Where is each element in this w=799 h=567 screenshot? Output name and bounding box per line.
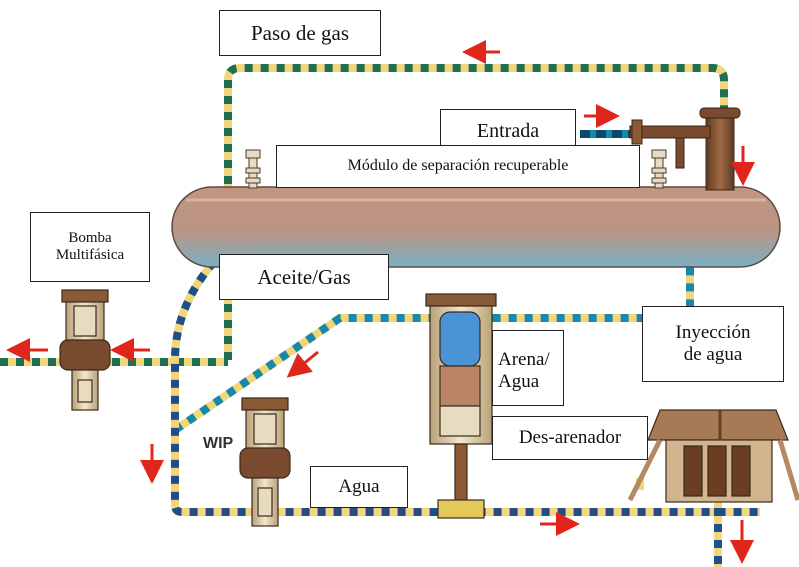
desander xyxy=(425,293,497,519)
vessel-studs xyxy=(245,149,667,189)
label-water-injection: Inyección de agua xyxy=(642,306,784,382)
label-desander: Des-arenador xyxy=(492,416,648,460)
label-sand-water-frame xyxy=(492,330,564,406)
label-sand-water: Arena/ Agua xyxy=(492,338,564,404)
wip-label: WIP xyxy=(203,435,234,452)
label-water-injection-line1: Inyección xyxy=(675,322,751,344)
wip-pump xyxy=(239,397,291,527)
label-water: Agua xyxy=(310,466,408,508)
label-multiphase-pump: Bomba Multifásica xyxy=(30,212,150,282)
separation-module-column xyxy=(629,107,741,191)
multiphase-pump xyxy=(59,289,111,411)
label-sand-water-line2: Agua xyxy=(498,371,540,392)
label-water-injection-line2: de agua xyxy=(683,344,743,365)
flow-arrows xyxy=(6,40,755,564)
arrow-oil-gas xyxy=(286,350,319,378)
label-multiphase-pump-line2: Multifásica xyxy=(55,247,125,263)
label-separation-module: Módulo de separación recuperable xyxy=(276,145,640,188)
water-injection-unit xyxy=(627,409,799,503)
label-multiphase-pump-line1: Bomba xyxy=(68,229,112,246)
label-sand-water-line1: Arena/ xyxy=(498,349,550,371)
left-down-pipe xyxy=(171,247,760,516)
oil-gas-pipe xyxy=(172,262,694,434)
label-gas-bypass: Paso de gas xyxy=(219,10,381,56)
label-oil-gas: Aceite/Gas xyxy=(219,254,389,300)
gas-bypass-pipe xyxy=(224,64,728,360)
